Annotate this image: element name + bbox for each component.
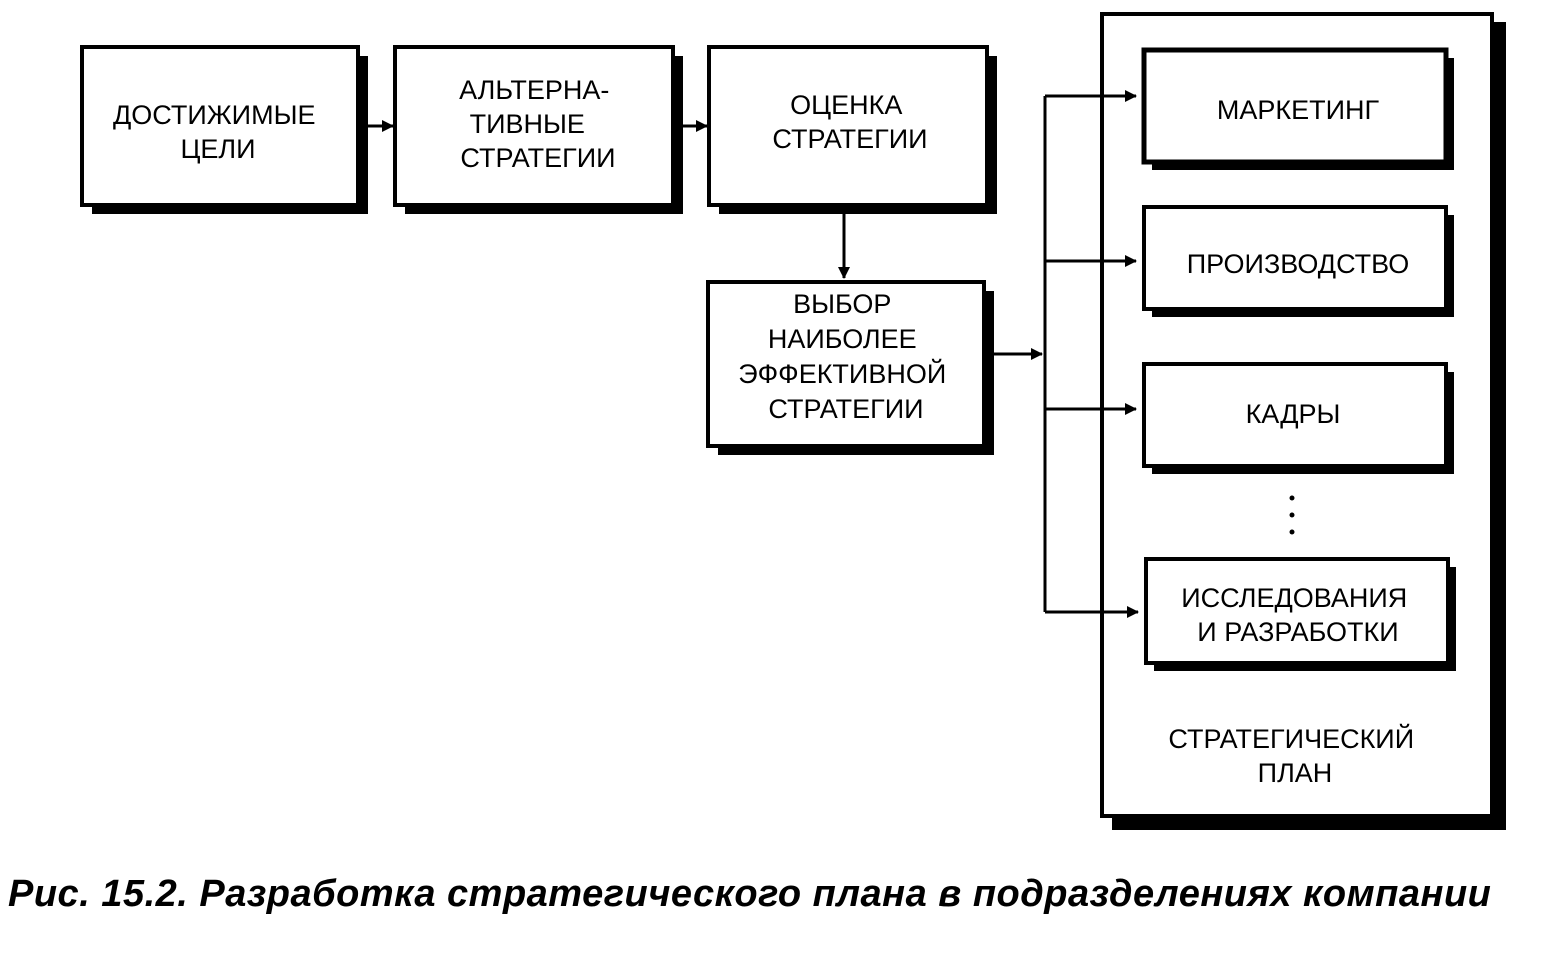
node-best-strategy-choice-label: ВЫБОР НАИБОЛЕЕ ЭФФЕКТИВНОЙ СТРАТЕГИИ: [738, 289, 954, 424]
node-personnel-label: КАДРЫ: [1246, 399, 1341, 429]
node-achievable-goals: ДОСТИЖИМЫЕ ЦЕЛИ: [80, 45, 368, 214]
node-rnd: ИССЛЕДОВАНИЯ И РАЗРАБОТКИ: [1144, 557, 1456, 671]
node-personnel: КАДРЫ: [1142, 362, 1454, 474]
node-strategy-evaluation-label: ОЦЕНКА СТРАТЕГИИ: [772, 90, 927, 154]
strategic-plan-label: СТРАТЕГИЧЕСКИЙ ПЛАН: [1168, 723, 1421, 788]
node-production-label: ПРОИЗВОДСТВО: [1187, 249, 1410, 279]
node-marketing-label: МАРКЕТИНГ: [1217, 95, 1380, 125]
node-achievable-goals-label: ДОСТИЖИМЫЕ ЦЕЛИ: [113, 100, 323, 164]
strategic-plan-diagram: СТРАТЕГИЧЕСКИЙ ПЛАН ДОСТИЖИМЫЕ ЦЕЛИ АЛЬТ…: [80, 12, 1506, 830]
node-alternative-strategies: АЛЬТЕРНА- ТИВНЫЕ СТРАТЕГИИ: [393, 45, 683, 214]
node-production: ПРОИЗВОДСТВО: [1142, 205, 1454, 317]
ellipsis-dots: [1289, 495, 1295, 535]
node-rnd-label: ИССЛЕДОВАНИЯ И РАЗРАБОТКИ: [1181, 583, 1415, 647]
node-alternative-strategies-label: АЛЬТЕРНА- ТИВНЫЕ СТРАТЕГИИ: [459, 75, 617, 173]
node-strategy-evaluation: ОЦЕНКА СТРАТЕГИИ: [707, 45, 997, 214]
connectors: [368, 90, 1139, 618]
node-best-strategy-choice: ВЫБОР НАИБОЛЕЕ ЭФФЕКТИВНОЙ СТРАТЕГИИ: [706, 280, 994, 455]
figure-caption: Рис. 15.2. Разработка стратегического пл…: [8, 873, 1492, 915]
node-marketing: МАРКЕТИНГ: [1141, 47, 1454, 170]
